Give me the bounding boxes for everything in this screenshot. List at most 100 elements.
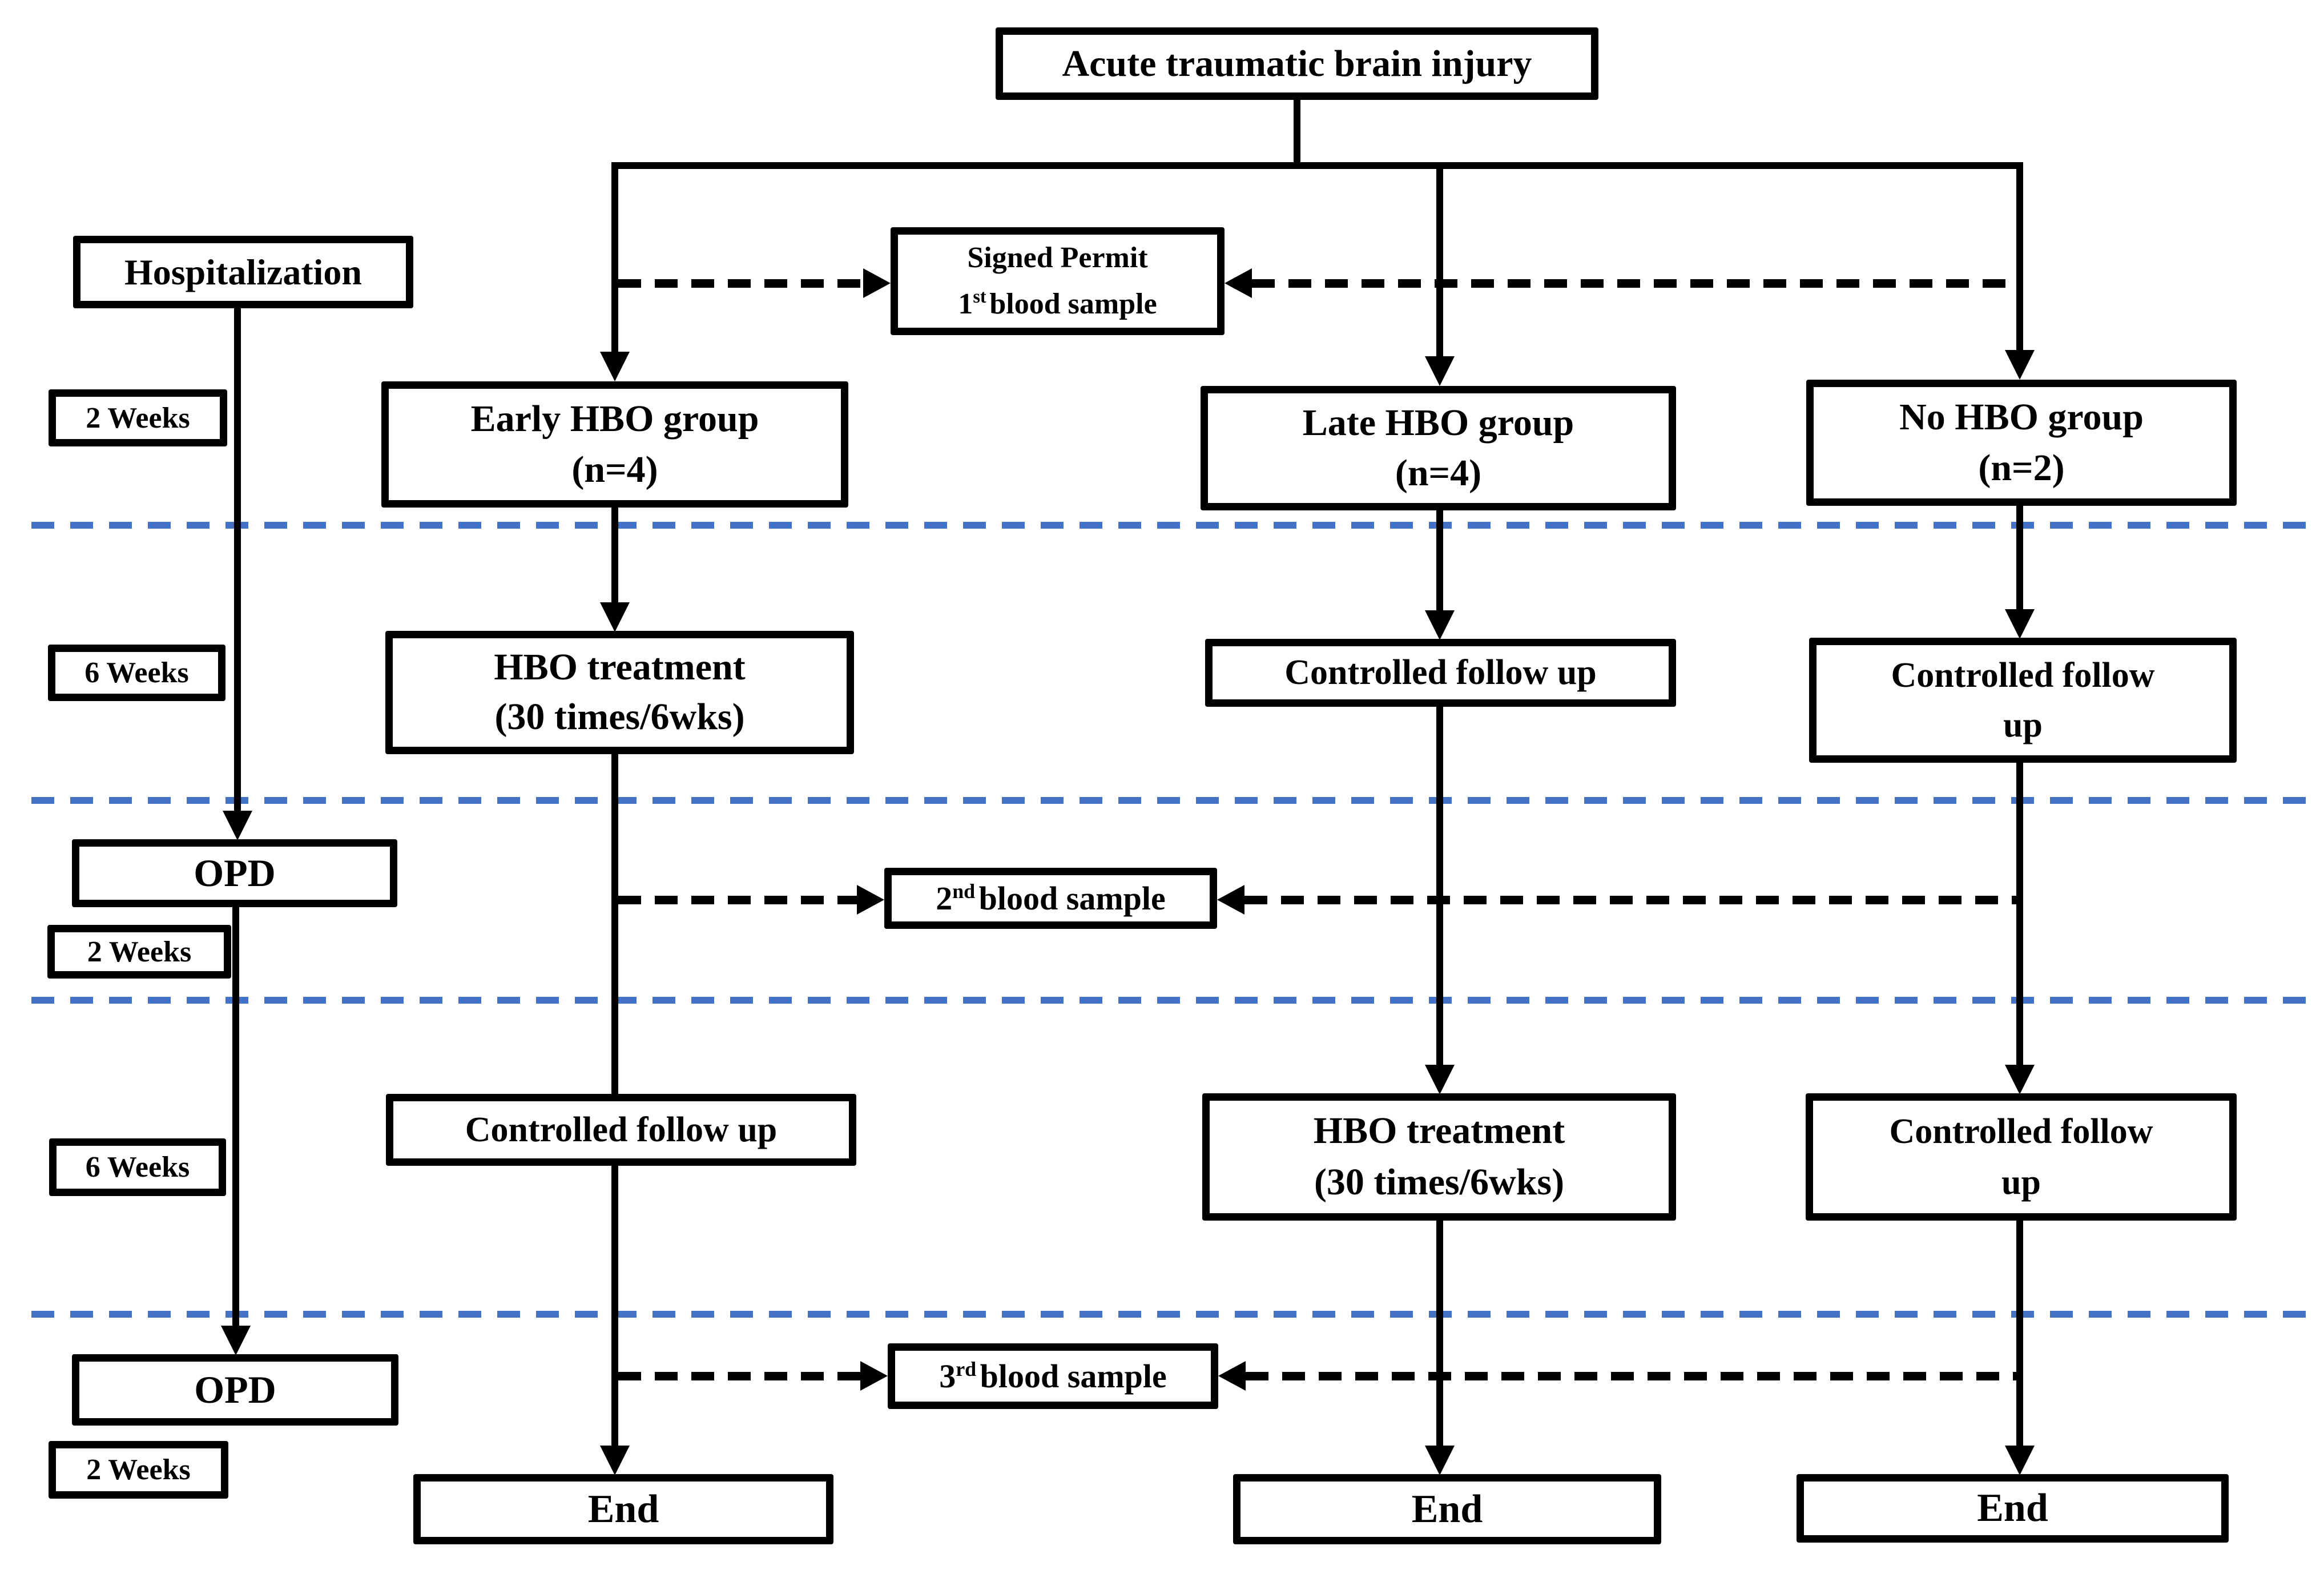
root-label: Acute traumatic brain injury bbox=[1062, 42, 1532, 84]
dashed-sample2-right bbox=[1244, 896, 2020, 904]
end-no-box: End bbox=[1797, 1474, 2229, 1543]
end-late-box: End bbox=[1233, 1474, 1661, 1544]
timeline-separator-4 bbox=[31, 1311, 2309, 1318]
arrowhead-opd2 bbox=[221, 1326, 251, 1355]
controlled-followup-no-1-box: Controlled follow up bbox=[1809, 638, 2237, 763]
timeline-2weeks-3-box: 2 Weeks bbox=[49, 1441, 228, 1499]
end-early-box: End bbox=[413, 1474, 833, 1544]
connector-early-3 bbox=[611, 752, 618, 1095]
connector-early-2 bbox=[611, 506, 618, 606]
arrowhead-no-end bbox=[2005, 1446, 2035, 1475]
timeline-separator-3 bbox=[31, 997, 2309, 1004]
timeline-6weeks-1-label: 6 Weeks bbox=[84, 657, 189, 689]
connector-no-1 bbox=[2016, 162, 2023, 354]
connector-early-1 bbox=[611, 162, 618, 356]
arrowhead-early-group bbox=[600, 352, 630, 381]
connector-no-4 bbox=[2016, 1219, 2023, 1448]
arrowhead-opd1 bbox=[223, 811, 252, 840]
timeline-2weeks-1-label: 2 Weeks bbox=[86, 401, 190, 434]
timeline-6weeks-2-box: 6 Weeks bbox=[49, 1138, 226, 1196]
hbo-treatment-early-line2: (30 times/6wks) bbox=[494, 696, 745, 738]
opd-2-box: OPD bbox=[72, 1354, 398, 1426]
arrowhead-sample2-left bbox=[857, 885, 884, 915]
signed-permit-line1: Signed Permit bbox=[967, 241, 1148, 275]
arrowhead-late-followup bbox=[1425, 610, 1455, 640]
timeline-2weeks-1-box: 2 Weeks bbox=[49, 389, 227, 446]
connector-branch-horizontal bbox=[611, 162, 2023, 169]
controlled-followup-no-1-line1: Controlled follow bbox=[1891, 655, 2155, 695]
arrowhead-early-end bbox=[600, 1446, 630, 1475]
arrowhead-no-followup-2 bbox=[2005, 1065, 2035, 1094]
sample3-ordinal-suffix: rd bbox=[956, 1357, 977, 1380]
opd-2-label: OPD bbox=[194, 1368, 276, 1411]
arrowhead-permit-left bbox=[863, 268, 891, 298]
opd-1-label: OPD bbox=[194, 851, 276, 895]
no-group-label: No HBO group bbox=[1899, 396, 2144, 438]
arrowhead-no-followup-1 bbox=[2005, 609, 2035, 639]
late-group-label: Late HBO group bbox=[1302, 401, 1574, 444]
controlled-followup-late-label: Controlled follow up bbox=[1284, 653, 1597, 693]
arrowhead-late-end bbox=[1425, 1446, 1455, 1475]
dashed-permit-right bbox=[1252, 279, 2020, 288]
timeline-2weeks-3-label: 2 Weeks bbox=[86, 1454, 191, 1486]
sample1-ordinal-suffix: st bbox=[973, 286, 986, 307]
controlled-followup-late-box: Controlled follow up bbox=[1205, 639, 1676, 707]
hospitalization-box: Hospitalization bbox=[73, 236, 413, 308]
connector-root-feed bbox=[1294, 100, 1300, 169]
controlled-followup-no-1-line2: up bbox=[2003, 705, 2043, 744]
dashed-sample3-left bbox=[618, 1372, 860, 1380]
controlled-followup-early-box: Controlled follow up bbox=[386, 1094, 856, 1166]
timeline-separator-1 bbox=[31, 522, 2309, 529]
connector-late-1 bbox=[1436, 162, 1443, 361]
connector-late-4 bbox=[1436, 1219, 1443, 1448]
sample2-ordinal: 2 bbox=[936, 880, 953, 917]
early-group-box: Early HBO group (n=4) bbox=[381, 381, 848, 508]
arrowhead-sample3-left bbox=[860, 1361, 888, 1391]
no-group-n: (n=2) bbox=[1978, 446, 2065, 489]
connector-opd1-opd2 bbox=[232, 905, 239, 1329]
timeline-2weeks-2-label: 2 Weeks bbox=[87, 935, 192, 968]
arrowhead-late-treatment bbox=[1425, 1065, 1455, 1094]
early-group-n: (n=4) bbox=[571, 448, 658, 490]
connector-late-3 bbox=[1436, 705, 1443, 1068]
timeline-2weeks-2-box: 2 Weeks bbox=[47, 925, 231, 979]
controlled-followup-no-2-box: Controlled follow up bbox=[1806, 1093, 2237, 1221]
controlled-followup-no-2-line2: up bbox=[2001, 1162, 2041, 1202]
hospitalization-label: Hospitalization bbox=[124, 251, 363, 292]
opd-1-box: OPD bbox=[72, 839, 397, 907]
end-late-label: End bbox=[1411, 1487, 1483, 1531]
connector-late-2 bbox=[1436, 509, 1443, 615]
connector-no-2 bbox=[2016, 504, 2023, 613]
late-group-n: (n=4) bbox=[1395, 452, 1482, 494]
sample1-text: blood sample bbox=[989, 287, 1157, 320]
arrowhead-permit-right bbox=[1225, 268, 1252, 298]
dashed-permit-left bbox=[618, 279, 863, 288]
sample2-text: blood sample bbox=[978, 880, 1166, 917]
controlled-followup-early-label: Controlled follow up bbox=[465, 1110, 778, 1149]
timeline-6weeks-1-box: 6 Weeks bbox=[48, 645, 225, 701]
hbo-treatment-early-box: HBO treatment (30 times/6wks) bbox=[385, 631, 854, 754]
sample3-text: blood sample bbox=[980, 1358, 1167, 1395]
sample1-ordinal: 1 bbox=[958, 287, 973, 320]
connector-early-4 bbox=[611, 1164, 618, 1448]
connector-hospital-opd1 bbox=[234, 307, 241, 814]
dashed-sample2-left bbox=[618, 896, 857, 904]
arrowhead-late-group bbox=[1425, 356, 1455, 386]
sample3-ordinal: 3 bbox=[939, 1358, 956, 1395]
arrowhead-sample2-right bbox=[1217, 885, 1244, 915]
root-box: Acute traumatic brain injury bbox=[996, 27, 1598, 100]
arrowhead-no-group bbox=[2005, 350, 2035, 380]
end-no-label: End bbox=[1977, 1486, 2048, 1530]
hbo-treatment-late-box: HBO treatment (30 times/6wks) bbox=[1202, 1093, 1676, 1221]
hbo-treatment-early-line1: HBO treatment bbox=[494, 646, 746, 688]
late-group-box: Late HBO group (n=4) bbox=[1201, 386, 1676, 510]
end-early-label: End bbox=[587, 1487, 659, 1531]
sample2-ordinal-suffix: nd bbox=[952, 879, 976, 903]
